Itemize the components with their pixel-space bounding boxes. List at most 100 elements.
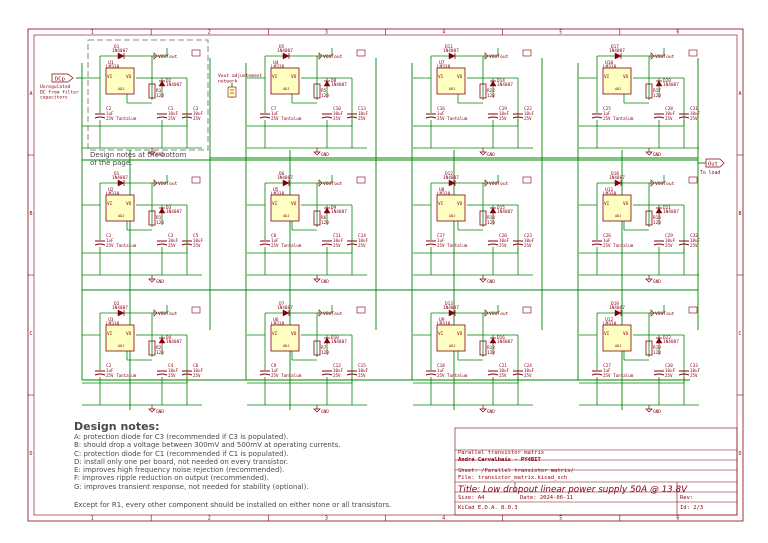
vout-net-label: VOUTout: [323, 181, 343, 187]
capacitor-bypass-value: 10uF: [690, 238, 701, 243]
diode-in: [614, 309, 622, 317]
capacitor-in-value: 25V Tantalum: [437, 373, 468, 378]
design-notes-list: A: protection diode for C3 (recommended …: [74, 433, 391, 491]
ground-label: GND: [653, 409, 661, 415]
regulator-ic: [436, 194, 466, 222]
output-port-label: Out: [708, 162, 718, 168]
vout-net-label: VOUTout: [323, 54, 343, 60]
regulator-pin-adj: ADJ: [449, 344, 456, 348]
diode-prot: [158, 207, 166, 214]
design-caption-line: Design notes at the bottom: [90, 151, 187, 159]
regulator-pin-adj: ADJ: [283, 87, 290, 91]
diode-prot-ref: D20: [663, 78, 671, 84]
regulator-pin-vo: VO: [623, 331, 629, 337]
capacitor-in-value: 25V Tantalum: [271, 243, 302, 248]
diode-in-value: 1N4007: [277, 175, 293, 181]
diode-in-ref: D11: [445, 44, 453, 50]
capacitor-bypass: [678, 370, 690, 376]
regulator-pin-adj: ADJ: [449, 87, 456, 91]
capacitor-bypass-ref: C24: [524, 363, 532, 369]
capacitor-in-ref: C2: [106, 106, 112, 112]
capacitor-in-value: 1uF: [437, 111, 445, 116]
resistor-ref: R7: [321, 345, 327, 351]
resistor-value: 120: [156, 93, 164, 99]
capacitor-out-ref: C11: [333, 233, 341, 239]
resistor-value: 120: [487, 93, 495, 99]
capacitor-in: [259, 240, 271, 246]
vout-net-label: VOUTout: [323, 311, 343, 317]
border-row-label: B: [30, 211, 33, 217]
diode-in-ref: D7: [279, 301, 285, 307]
regulator-pin-vo: VO: [291, 201, 297, 207]
test-point: [522, 176, 532, 184]
design-caption-line: of the page.: [90, 159, 132, 167]
capacitor-in-value: 1uF: [271, 238, 279, 243]
regulator-pin-adj: ADJ: [283, 344, 290, 348]
capacitor-bypass-ref: C5: [193, 233, 199, 239]
border-row-label: A: [30, 91, 33, 97]
regulator-ic: [602, 67, 632, 95]
regulator-ref: U4: [273, 60, 279, 66]
diode-in: [448, 52, 456, 60]
diode-prot-value: 1N4007: [166, 209, 182, 215]
regulator-part: LM338: [603, 321, 617, 327]
regulator-pin-adj: ADJ: [118, 87, 125, 91]
diode-prot-ref: D15: [497, 205, 505, 211]
diode-prot-ref: D16: [497, 335, 505, 341]
capacitor-bypass: [181, 240, 193, 246]
regulator-part: LM338: [603, 64, 617, 70]
resistor-ref: R19: [653, 345, 661, 351]
test-point: [356, 176, 366, 184]
capacitor-out-ref: C28: [665, 106, 673, 112]
design-note-line: C: protection diode for C1 (recommended …: [74, 449, 289, 458]
capacitor-bypass-value: 25V: [690, 243, 698, 248]
diode-in-value: 1N4007: [112, 48, 128, 54]
resistor-ref: R2: [156, 345, 162, 351]
design-note-line: F: improves ripple reduction on output (…: [74, 474, 269, 483]
border-col-label: 5: [559, 30, 562, 36]
border-row-label: C: [30, 331, 33, 337]
capacitor-bypass-value: 25V: [524, 243, 532, 248]
capacitor-in-value: 1uF: [106, 368, 114, 373]
vout-net-label: VOUTout: [489, 54, 509, 60]
capacitor-in-value: 1uF: [603, 368, 611, 373]
input-port-label: DCp: [55, 77, 65, 83]
diode-prot: [489, 80, 497, 87]
capacitor-in-value: 1uF: [437, 368, 445, 373]
ground-symbol: [479, 275, 487, 283]
regulator-pin-adj: ADJ: [449, 214, 456, 218]
capacitor-out: [653, 240, 665, 246]
vout-net-label: VOUTout: [489, 181, 509, 187]
regulator-ic: [602, 194, 632, 222]
resistor-value: 120: [321, 93, 329, 99]
resistor-value: 120: [321, 350, 329, 356]
diode-in-ref: D13: [445, 301, 453, 307]
capacitor-out-ref: C3: [168, 233, 174, 239]
capacitor-in-value: 25V Tantalum: [106, 243, 137, 248]
regulator-ic: [270, 194, 300, 222]
resistor: [645, 340, 653, 356]
capacitor-out-value: 10uF: [665, 111, 676, 116]
regulator-pin-vi: VI: [438, 201, 444, 207]
test-point: [522, 49, 532, 57]
regulator-part: LM338: [437, 191, 451, 197]
tb-size: Size: A4: [458, 495, 485, 501]
design-note-line: A: protection diode for C3 (recommended …: [74, 433, 289, 441]
capacitor-in: [425, 240, 437, 246]
capacitor-bypass-ref: C32: [690, 233, 698, 239]
capacitor-bypass-ref: C22: [524, 106, 532, 112]
diode-prot-value: 1N4007: [331, 82, 347, 88]
diode-prot-ref: D4: [166, 335, 172, 341]
regulator-pin-vi: VI: [107, 331, 113, 337]
ground-symbol: [148, 405, 156, 413]
capacitor-bypass-value: 10uF: [524, 368, 535, 373]
diode-prot: [323, 80, 331, 87]
capacitor-in: [591, 113, 603, 119]
capacitor-bypass-value: 25V: [193, 116, 201, 121]
capacitor-in-ref: C1: [106, 233, 112, 239]
capacitor-in-value: 1uF: [271, 111, 279, 116]
diode-prot: [489, 337, 497, 344]
